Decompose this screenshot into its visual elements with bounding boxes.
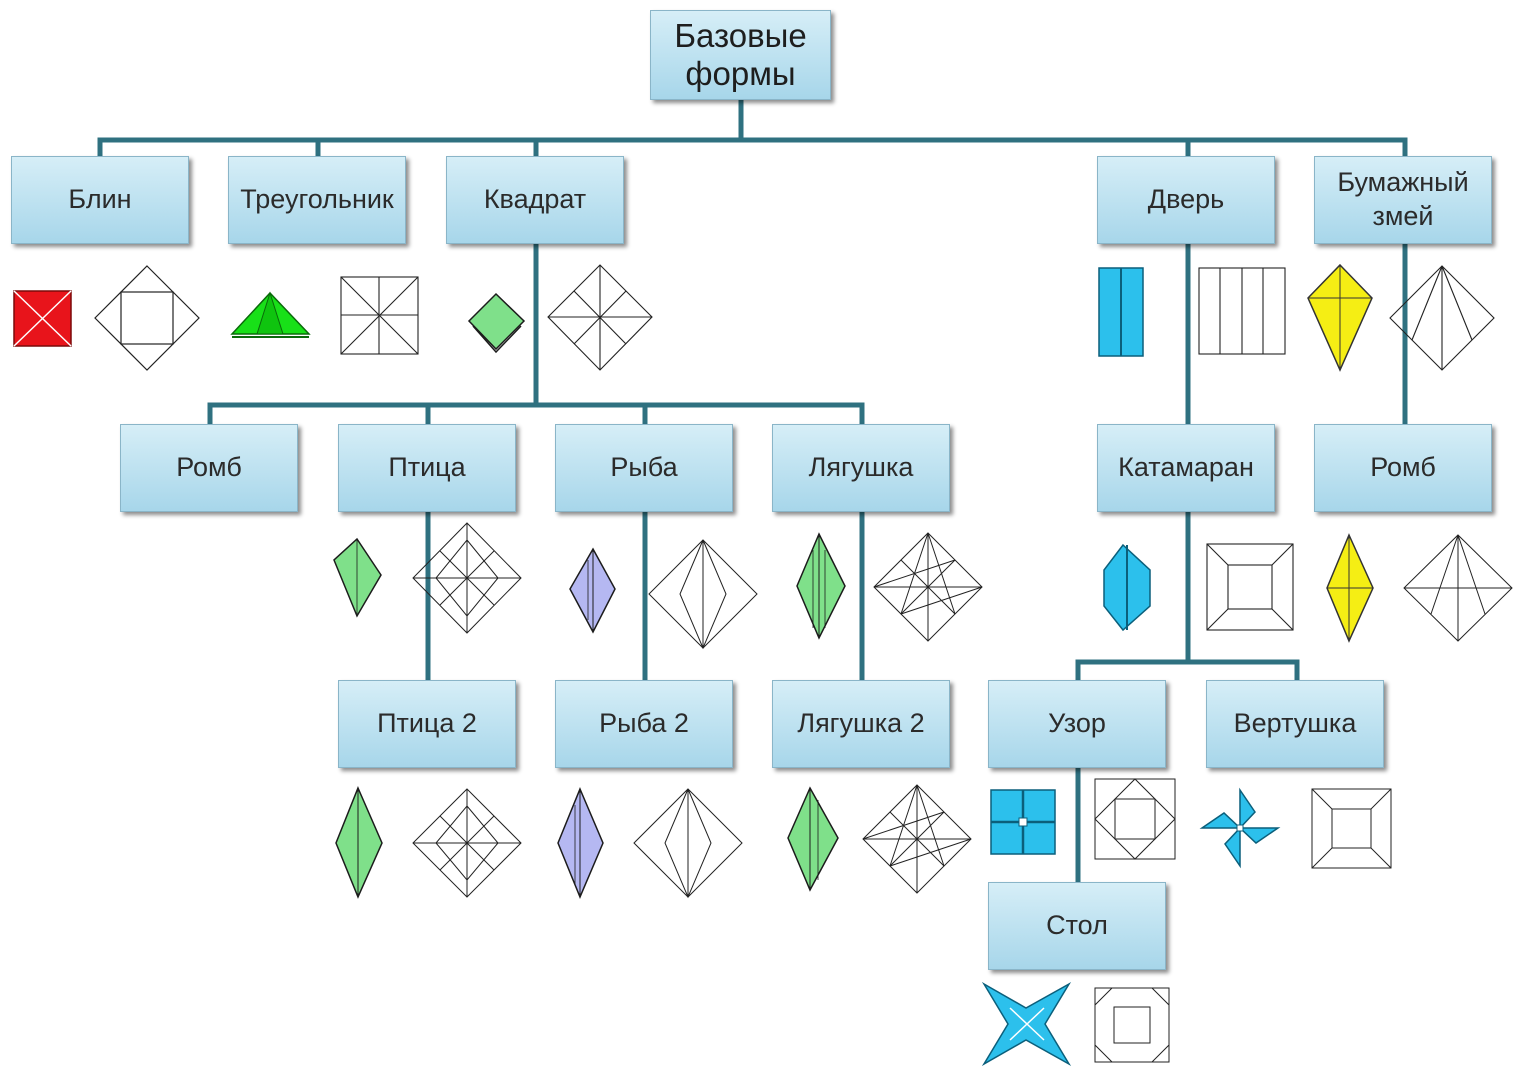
node-katamaran: Катамаран (1097, 424, 1275, 512)
rhombus-crease-icon (1403, 534, 1513, 642)
node-treugolnik: Треугольник (228, 156, 406, 244)
bird2-folded-icon (335, 786, 383, 899)
node-ryba: Рыба (555, 424, 733, 512)
node-root-base-forms: Базовые формы (650, 10, 831, 100)
node-romb: Ромб (120, 424, 298, 512)
node-uzor: Узор (988, 680, 1166, 768)
bird2-crease-icon (412, 788, 522, 898)
frog2-folded-icon (787, 786, 839, 892)
triangle-folded-icon (230, 291, 311, 338)
node-dver: Дверь (1097, 156, 1275, 244)
node-ptitsa: Птица (338, 424, 516, 512)
frog-crease-icon (873, 532, 983, 642)
kite-folded-icon (1307, 263, 1373, 372)
node-stol: Стол (988, 882, 1166, 970)
frog2-crease-icon (862, 784, 972, 894)
node-ptitsa-2: Птица 2 (338, 680, 516, 768)
node-romb-kite: Ромб (1314, 424, 1492, 512)
catamaran-folded-icon (1103, 543, 1151, 632)
fish-crease-icon (648, 539, 758, 650)
connectors (97, 97, 1408, 885)
square-crease-icon (547, 264, 653, 371)
node-ryba-2: Рыба 2 (555, 680, 733, 768)
fish2-folded-icon (557, 787, 604, 899)
door-crease-icon (1198, 267, 1286, 355)
table-folded-icon (981, 981, 1072, 1066)
fish2-crease-icon (633, 788, 743, 899)
fish-folded-icon (569, 547, 616, 634)
pattern-folded-icon (990, 789, 1056, 855)
node-blin: Блин (11, 156, 189, 244)
table-crease-icon (1094, 987, 1170, 1063)
bird-folded-icon (333, 537, 382, 618)
pinwheel-crease-icon (1311, 788, 1392, 869)
door-folded-icon (1098, 267, 1144, 357)
triangle-crease-icon (340, 276, 419, 355)
blin-crease-icon (94, 265, 200, 371)
bird-crease-icon (412, 522, 522, 634)
kite-crease-icon (1389, 265, 1495, 371)
node-lyagushka-2: Лягушка 2 (772, 680, 950, 768)
node-kvadrat: Квадрат (446, 156, 624, 244)
node-lyagushka: Лягушка (772, 424, 950, 512)
rhombus-folded-icon (1326, 533, 1374, 643)
catamaran-crease-icon (1206, 543, 1294, 631)
frog-folded-icon (796, 532, 846, 640)
node-vertushka: Вертушка (1206, 680, 1384, 768)
blin-folded-icon (13, 290, 72, 347)
pinwheel-folded-icon (1199, 787, 1281, 869)
pattern-crease-icon (1094, 778, 1176, 860)
square-folded-icon (467, 292, 526, 354)
node-bumazhny-zmey: Бумажный змей (1314, 156, 1492, 244)
